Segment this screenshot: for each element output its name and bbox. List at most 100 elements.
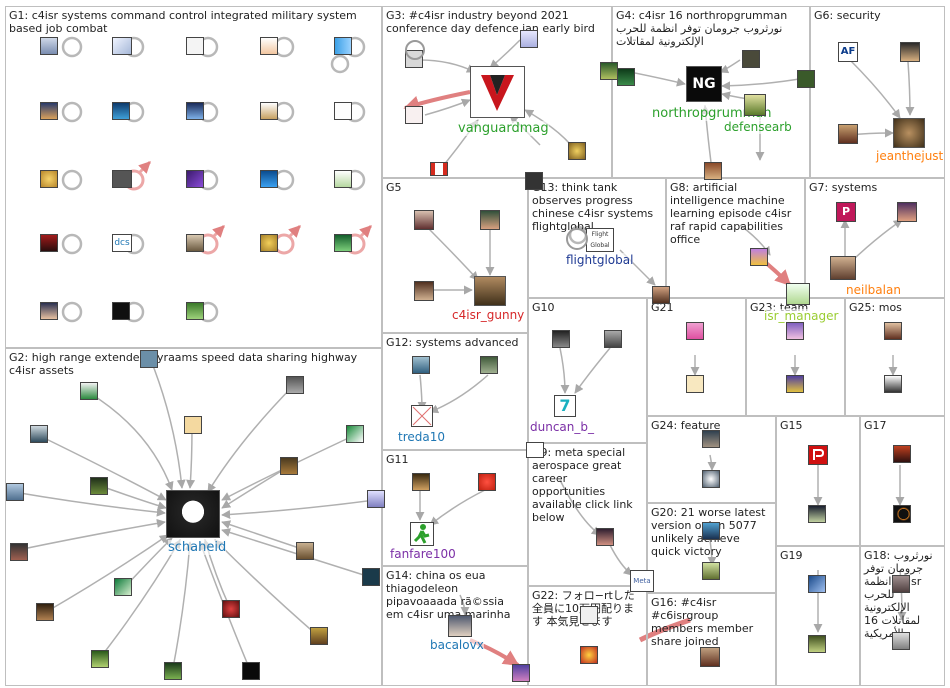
g1-node[interactable] [112, 102, 130, 120]
g1-node[interactable] [40, 234, 58, 252]
g1-node[interactable] [40, 37, 58, 55]
g1-node[interactable] [186, 302, 204, 320]
g12-node[interactable] [412, 356, 430, 374]
g2-node[interactable] [346, 425, 364, 443]
flightglobal-node[interactable]: Flight Global [586, 228, 614, 252]
treda10-node[interactable] [411, 405, 433, 427]
g1-node[interactable] [186, 234, 204, 252]
g23-node[interactable] [786, 375, 804, 393]
g1-node[interactable] [334, 102, 352, 120]
g9-node[interactable] [596, 528, 614, 546]
g1-node[interactable] [186, 102, 204, 120]
defensearb-node[interactable] [744, 94, 766, 116]
g22-node[interactable] [580, 606, 598, 624]
g14-node[interactable] [512, 664, 530, 682]
g2-node[interactable] [184, 416, 202, 434]
g2-node[interactable] [80, 382, 98, 400]
g4-node[interactable] [600, 62, 618, 80]
g4-node[interactable] [797, 70, 815, 88]
g16-node[interactable] [700, 647, 720, 667]
g1-node[interactable] [334, 170, 352, 188]
g5-node[interactable] [414, 281, 434, 301]
g3-node[interactable] [568, 142, 586, 160]
isr-manager-node[interactable] [786, 283, 810, 305]
g3-node[interactable] [520, 30, 538, 48]
g2-node[interactable] [242, 662, 260, 680]
g6-node-af[interactable]: AF [838, 42, 858, 62]
g11-node[interactable] [478, 473, 496, 491]
neilbalan-node[interactable] [830, 256, 856, 280]
g20-node[interactable] [702, 562, 720, 580]
meta-node[interactable]: Meta [630, 570, 654, 592]
g25-node[interactable] [884, 375, 902, 393]
g2-node[interactable] [286, 376, 304, 394]
g15-node[interactable] [808, 445, 828, 465]
g2-node[interactable] [114, 578, 132, 596]
g6-node[interactable] [838, 124, 858, 144]
g18-node[interactable] [892, 632, 910, 650]
g8-node[interactable] [750, 248, 768, 266]
g2-node[interactable] [36, 603, 54, 621]
fanfare100-node[interactable] [410, 522, 434, 546]
g1-node[interactable] [40, 102, 58, 120]
g1-node[interactable] [40, 302, 58, 320]
g2-node[interactable] [10, 543, 28, 561]
g2-node[interactable] [222, 600, 240, 618]
g1-node[interactable] [186, 170, 204, 188]
g21-node[interactable] [686, 322, 704, 340]
g23-node[interactable] [786, 322, 804, 340]
g2-node[interactable] [90, 477, 108, 495]
g12-node[interactable] [480, 356, 498, 374]
c4isr-gunny-node[interactable] [474, 276, 506, 306]
g2-node[interactable] [140, 350, 158, 368]
jeanthejust-node[interactable] [893, 118, 925, 148]
g17-node[interactable] [893, 445, 911, 463]
g1-node[interactable] [260, 102, 278, 120]
g19-node[interactable] [808, 575, 826, 593]
g19-node[interactable] [808, 635, 826, 653]
g1-node[interactable] [260, 170, 278, 188]
bacalovx-node[interactable] [448, 615, 472, 637]
g24-node[interactable] [702, 470, 720, 488]
g1-node[interactable] [40, 170, 58, 188]
g1-node[interactable] [112, 302, 130, 320]
g4-node[interactable] [742, 50, 760, 68]
g1-node[interactable] [112, 170, 132, 188]
vanguardmag-node[interactable] [470, 66, 525, 118]
g10-node[interactable] [604, 330, 622, 348]
g1-node-dcs[interactable]: dcs [112, 234, 132, 252]
g2-node[interactable] [30, 425, 48, 443]
g3-node[interactable] [525, 172, 543, 190]
g3-node-canada[interactable] [430, 162, 448, 176]
g7-node-p[interactable]: P [836, 202, 856, 222]
g25-node[interactable] [884, 322, 902, 340]
g2-node[interactable] [164, 662, 182, 680]
g2-node[interactable] [91, 650, 109, 668]
g21-node[interactable] [686, 375, 704, 393]
g17-node[interactable] [893, 505, 911, 523]
g13-node[interactable] [652, 286, 670, 304]
g1-node[interactable] [334, 234, 352, 252]
g7-node[interactable] [897, 202, 917, 222]
g2-node[interactable] [362, 568, 380, 586]
northropgrumman-node[interactable]: NG [686, 66, 722, 102]
g2-node[interactable] [367, 490, 385, 508]
g22-node[interactable] [580, 646, 598, 664]
g18-node[interactable] [892, 575, 910, 593]
g5-node[interactable] [480, 210, 500, 230]
g2-node[interactable] [296, 542, 314, 560]
g5-node[interactable] [414, 210, 434, 230]
g4-node[interactable] [617, 68, 635, 86]
duncan-node[interactable]: 7 [554, 395, 576, 417]
g4-node[interactable] [704, 162, 722, 180]
g1-node[interactable] [334, 37, 352, 55]
g10-node[interactable] [552, 330, 570, 348]
g1-node[interactable] [260, 234, 278, 252]
g1-node[interactable] [112, 37, 132, 55]
g3-node[interactable] [405, 106, 423, 124]
g1-node[interactable] [260, 37, 278, 55]
g20-node[interactable] [702, 522, 720, 540]
g6-node[interactable] [900, 42, 920, 62]
g2-node[interactable] [310, 627, 328, 645]
g1-node[interactable] [186, 37, 204, 55]
